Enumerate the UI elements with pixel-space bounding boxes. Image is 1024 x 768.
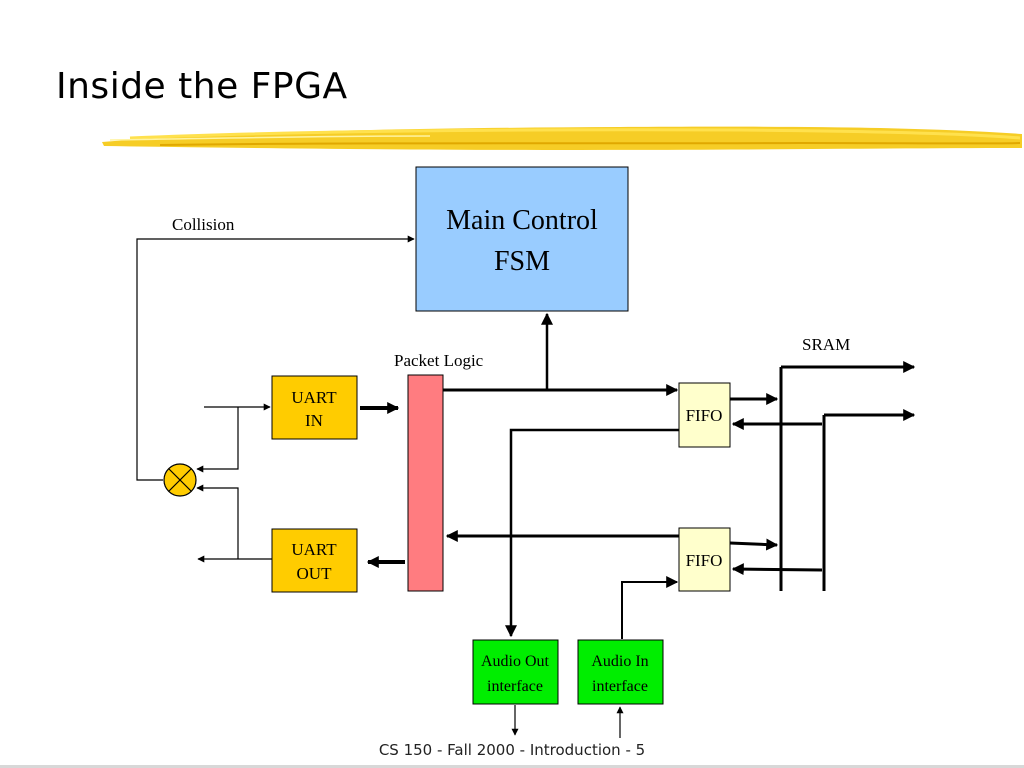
audio-in-to-fifo-path — [621, 576, 679, 639]
uart-in-label-line2: IN — [305, 411, 323, 430]
uart-serial-lines — [196, 403, 272, 563]
fifo-to-audio-out-path — [505, 428, 679, 638]
main-fsm-label-line1: Main Control — [446, 205, 598, 236]
fifo-bottom-block: FIFO — [678, 527, 731, 592]
packet-logic-label: Packet Logic — [394, 351, 484, 370]
uart-in-label-line1: UART — [291, 388, 337, 407]
slide-footer: CS 150 - Fall 2000 - Introduction - 5 — [378, 741, 646, 759]
fifo-top-block: FIFO — [678, 382, 731, 448]
uart-out-label-line1: UART — [291, 540, 337, 559]
packet-logic-block — [407, 374, 444, 592]
collision-path — [136, 235, 415, 481]
sram-buses — [729, 361, 916, 591]
audio-out-label-line1: Audio Out — [481, 653, 550, 670]
audio-out-label-line2: interface — [487, 678, 543, 695]
packet-fifo-buses — [443, 384, 679, 542]
bottom-divider — [0, 765, 1024, 768]
uart-packet-buses — [360, 402, 405, 568]
slide-title: Inside the FPGA — [56, 66, 348, 107]
audio-in-interface-block: Audio In interface — [577, 639, 664, 705]
title-underline-brush — [102, 126, 1022, 150]
fifo-bottom-label: FIFO — [686, 551, 723, 570]
sram-label: SRAM — [802, 335, 850, 354]
main-fsm-label-line2: FSM — [494, 246, 550, 277]
audio-out-interface-block: Audio Out interface — [472, 639, 559, 705]
audio-in-label-line1: Audio In — [591, 653, 648, 670]
main-control-fsm-block: Main Control FSM — [415, 166, 629, 312]
audio-external-lines — [511, 705, 624, 738]
audio-in-label-line2: interface — [592, 678, 648, 695]
uart-in-block: UART IN — [271, 375, 358, 440]
collision-xor-gate-icon — [163, 463, 197, 497]
uart-out-block: UART OUT — [271, 528, 358, 593]
fifo-top-label: FIFO — [686, 406, 723, 425]
uart-out-label-line2: OUT — [297, 564, 333, 583]
collision-label: Collision — [172, 215, 235, 234]
